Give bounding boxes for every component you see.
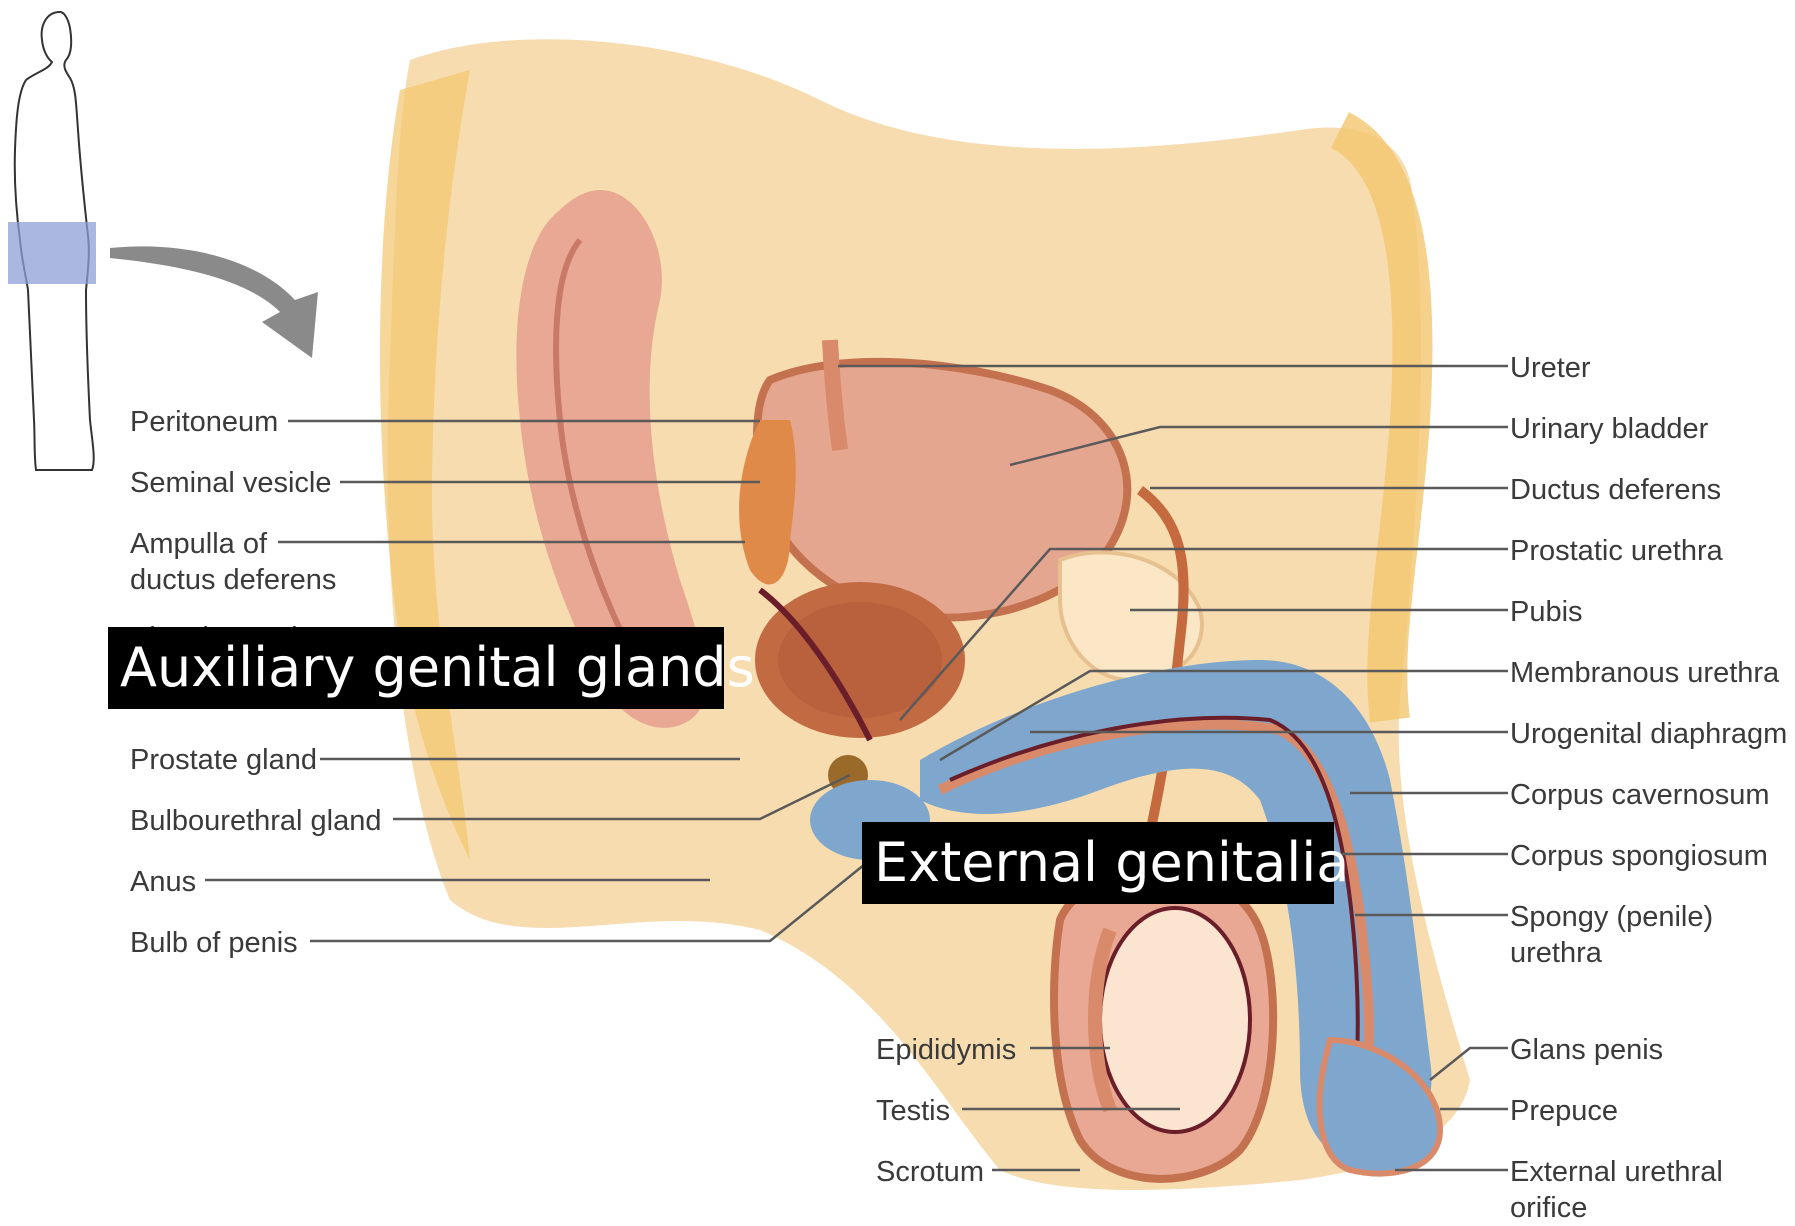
label-seminal-vesicle: Seminal vesicle [130, 465, 331, 501]
label-scrotum: Scrotum [876, 1154, 984, 1190]
curved-arrow-icon [110, 246, 318, 358]
label-pubis: Pubis [1510, 594, 1583, 630]
label-bulbourethral-gland: Bulbourethral gland [130, 803, 382, 839]
label-external-urethral-orifice: External urethral orifice [1510, 1154, 1740, 1226]
label-glans-penis: Glans penis [1510, 1032, 1663, 1068]
label-corpus-cavernosum: Corpus cavernosum [1510, 777, 1770, 813]
label-membranous-urethra: Membranous urethra [1510, 655, 1779, 691]
label-corpus-spongiosum: Corpus spongiosum [1510, 838, 1768, 874]
label-testis: Testis [876, 1093, 950, 1129]
label-ductus-deferens: Ductus deferens [1510, 472, 1721, 508]
overlay-external-genitalia: External genitalia [862, 822, 1334, 904]
label-spongy-penile-urethra: Spongy (penile) urethra [1510, 899, 1760, 971]
label-anus: Anus [130, 864, 196, 900]
label-bulb-of-penis: Bulb of penis [130, 925, 298, 961]
label-ureter: Ureter [1510, 350, 1591, 386]
region-highlight-box [8, 222, 96, 284]
overlay-auxiliary-genital-glands: Auxiliary genital glands [108, 627, 724, 709]
label-urinary-bladder: Urinary bladder [1510, 411, 1708, 447]
label-prostatic-urethra: Prostatic urethra [1510, 533, 1723, 569]
anatomy-illustration [380, 39, 1470, 1190]
label-ampulla-of-ductus-deferens: Ampulla of ductus deferens [130, 526, 340, 598]
label-epididymis: Epididymis [876, 1032, 1016, 1068]
label-urogenital-diaphragm: Urogenital diaphragm [1510, 716, 1787, 752]
label-prostate-gland: Prostate gland [130, 742, 317, 778]
label-prepuce: Prepuce [1510, 1093, 1618, 1129]
label-peritoneum: Peritoneum [130, 404, 278, 440]
